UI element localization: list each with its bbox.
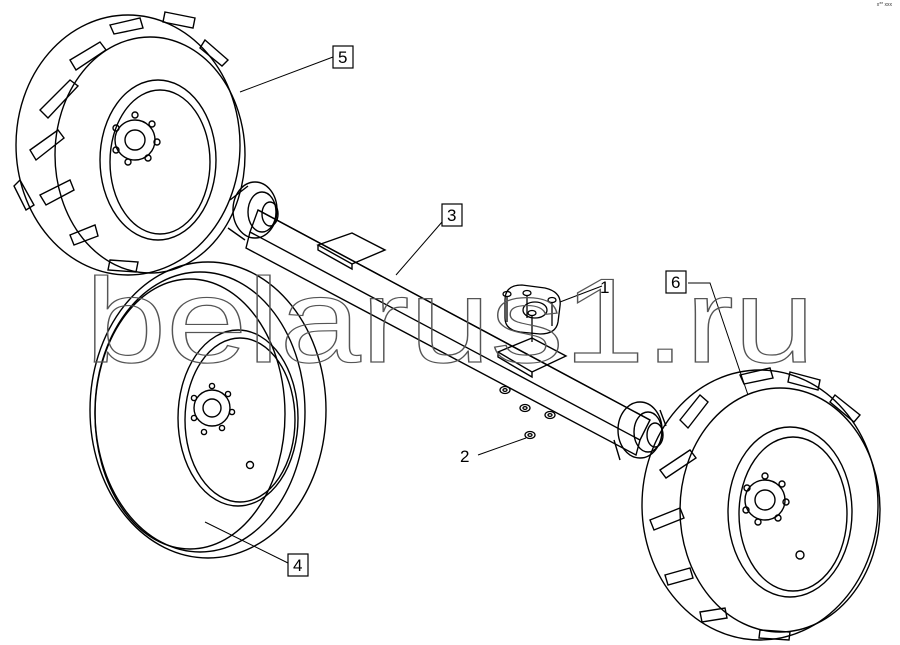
svg-text:4: 4 [293,556,302,575]
callout-6: 6 [665,270,687,294]
rib-tire-wheel-4 [89,261,327,559]
nuts [499,385,556,440]
callout-1: 1 [600,278,609,297]
watermark-text: belarus1.ru [85,254,815,388]
callout-2: 2 [460,447,469,466]
tire-lugs-wheel-5 [13,11,230,273]
axle-hub-left [227,181,279,241]
lug-tire-wheel-6 [641,367,881,641]
mounting-plate-center [496,337,568,379]
svg-text:6: 6 [671,273,680,292]
clamp-bracket-with-bolts [502,284,561,342]
svg-text:3: 3 [447,206,456,225]
lug-tire-wheel-5 [13,11,246,276]
axle-beam [245,209,651,457]
callout-3: 3 [441,203,463,227]
corner-code: x** xxx [876,2,892,8]
svg-text:2: 2 [460,447,469,466]
leader-lines [204,56,749,564]
hub-bolts-wheel-4 [190,382,236,436]
tire-lugs-wheel-6 [649,367,862,641]
svg-text:5: 5 [338,48,347,67]
svg-text:1: 1 [600,278,609,297]
axle-hub-right [613,401,667,461]
mounting-plate-top [316,232,387,271]
callout-5: 5 [332,45,354,69]
callout-4: 4 [287,553,309,577]
hub-bolts-wheel-6 [742,472,790,526]
hub-bolts-wheel-5 [112,111,161,166]
